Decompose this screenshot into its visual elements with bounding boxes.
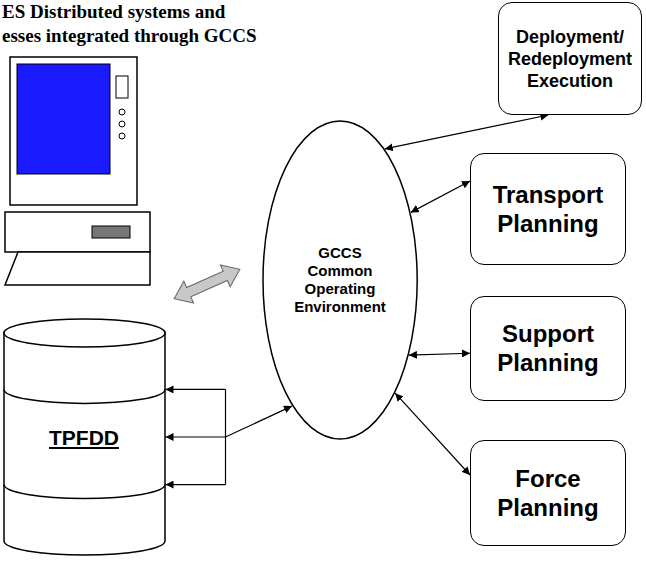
keyboard	[5, 252, 150, 285]
database-cylinder: TPFDD	[3, 318, 166, 556]
connector	[385, 115, 549, 149]
node-label: Support Planning	[478, 319, 618, 377]
monitor-screen	[17, 64, 110, 174]
node-label: Force Planning	[478, 464, 618, 522]
connector	[409, 353, 470, 355]
computer-base	[5, 212, 150, 252]
ellipse-shape	[263, 121, 417, 439]
branch-arrow	[166, 484, 226, 485]
branch-arrow	[166, 389, 226, 390]
process-box: Deployment/ Redeployment Execution	[498, 2, 642, 115]
cylinder-body	[4, 332, 165, 555]
monitor-knob	[119, 109, 125, 115]
node-label: Transport Planning	[478, 180, 618, 238]
monitor-housing	[10, 57, 137, 205]
connector	[411, 181, 470, 212]
monitor-panel	[116, 76, 128, 98]
branch-line	[225, 389, 226, 484]
cylinder-top	[4, 319, 165, 347]
cylinder-band	[4, 485, 165, 499]
diagram-title: ES Distributed systems and esses integra…	[2, 0, 262, 48]
process-box: Force Planning	[470, 440, 626, 546]
data-exchange-arrow	[169, 258, 245, 309]
node-label: TPFDD	[49, 425, 119, 450]
node-label: Deployment/ Redeployment Execution	[505, 26, 635, 92]
double-arrow	[169, 258, 245, 309]
connector	[166, 406, 292, 437]
process-box: Support Planning	[470, 296, 626, 401]
connector	[395, 393, 470, 475]
disk-drive	[92, 226, 130, 238]
process-box: Transport Planning	[470, 153, 626, 265]
environment-ellipse: GCCS Common Operating Environment	[262, 120, 418, 440]
cylinder-band	[4, 389, 165, 403]
monitor-knob	[119, 121, 125, 127]
node-label: GCCS Common Operating Environment	[290, 244, 390, 316]
monitor-knob	[119, 133, 125, 139]
